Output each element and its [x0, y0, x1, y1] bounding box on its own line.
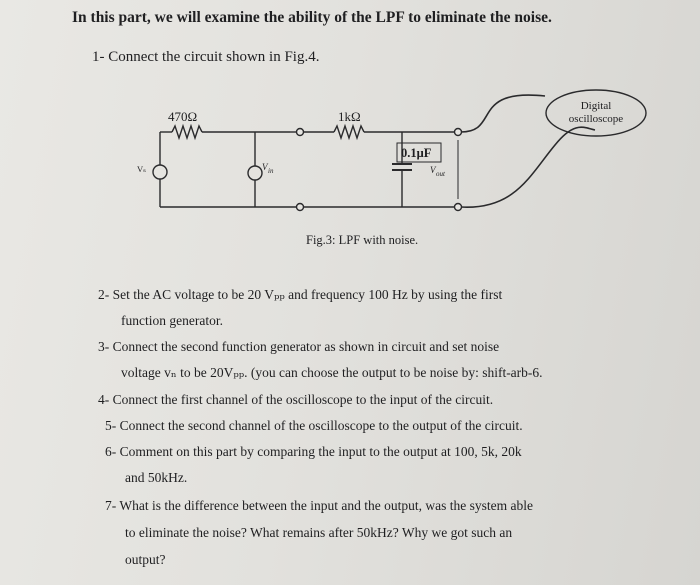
step-number: 2-: [98, 287, 110, 302]
terminal: [453, 202, 463, 212]
cap-label: 0.1μF: [401, 146, 432, 160]
step-line: 6- Comment on this part by comparing the…: [105, 444, 522, 460]
r1-label: 470Ω: [168, 109, 197, 124]
step-text: Connect the second function generator as…: [112, 339, 500, 354]
step-text: output?: [125, 552, 166, 567]
step-text: Comment on this part by comparing the in…: [119, 444, 522, 459]
figure-caption: Fig.3: LPF with noise.: [306, 233, 419, 247]
step-text: function generator.: [121, 313, 223, 328]
terminal: [295, 202, 305, 212]
step-text: What is the difference between the input…: [119, 498, 534, 513]
step-text: to eliminate the noise? What remains aft…: [125, 525, 513, 540]
step-line: and 50kHz.: [125, 470, 187, 486]
terminal: [453, 127, 463, 137]
step-line: output?: [125, 552, 166, 568]
section-heading: In this part, we will examine the abilit…: [72, 9, 552, 26]
step-line: 4- Connect the first channel of the osci…: [98, 392, 493, 408]
step-number: 6-: [105, 444, 117, 459]
r2-label: 1kΩ: [338, 109, 361, 124]
step-text: Connect the first channel of the oscillo…: [112, 392, 494, 407]
step-line: 5- Connect the second channel of the osc…: [105, 418, 523, 434]
step-1: 1- Connect the circuit shown in Fig.4.: [92, 49, 320, 65]
vout-sub: out: [436, 170, 446, 178]
step-number: 7-: [105, 498, 117, 513]
step-text: Connect the second channel of the oscill…: [119, 418, 523, 433]
vout-label: V: [430, 165, 437, 175]
oscilloscope-ellipse: [545, 89, 647, 137]
step-line: to eliminate the noise? What remains aft…: [125, 525, 512, 541]
step-text: Set the AC voltage to be 20 Vₚₚ and freq…: [112, 287, 503, 302]
cap-label-box: [396, 142, 442, 163]
step-line: 2- Set the AC voltage to be 20 Vₚₚ and f…: [98, 287, 502, 303]
source-vs: [152, 164, 168, 180]
lpf-circuit-diagram: 470Ω 1kΩ 0.1μF Vₛ V in V out Digital osc…: [137, 89, 647, 212]
step-text: and 50kHz.: [125, 470, 188, 485]
probe-cable-2: [460, 126, 596, 208]
source-vin: [247, 165, 263, 181]
step-line: function generator.: [121, 313, 223, 329]
vin-sub: in: [268, 167, 274, 175]
step-number: 3-: [98, 339, 110, 354]
step-line: 3- Connect the second function generator…: [98, 339, 499, 355]
scope-label-2: oscilloscope: [569, 113, 623, 125]
terminal: [295, 127, 305, 137]
step-line: voltage vₙ to be 20Vₚₚ. (you can choose …: [121, 365, 543, 381]
resistor-470: [171, 123, 203, 141]
vs-label: Vₛ: [137, 164, 146, 174]
resistor-1k: [333, 123, 365, 141]
step-number: 4-: [98, 392, 110, 407]
step-line: 7- What is the difference between the in…: [105, 498, 533, 514]
step-number: 5-: [105, 418, 117, 433]
vin-label: V: [262, 162, 269, 172]
probe-cable-1: [460, 94, 546, 133]
scope-label-1: Digital: [581, 100, 612, 112]
step-text: voltage vₙ to be 20Vₚₚ. (you can choose …: [121, 365, 543, 380]
